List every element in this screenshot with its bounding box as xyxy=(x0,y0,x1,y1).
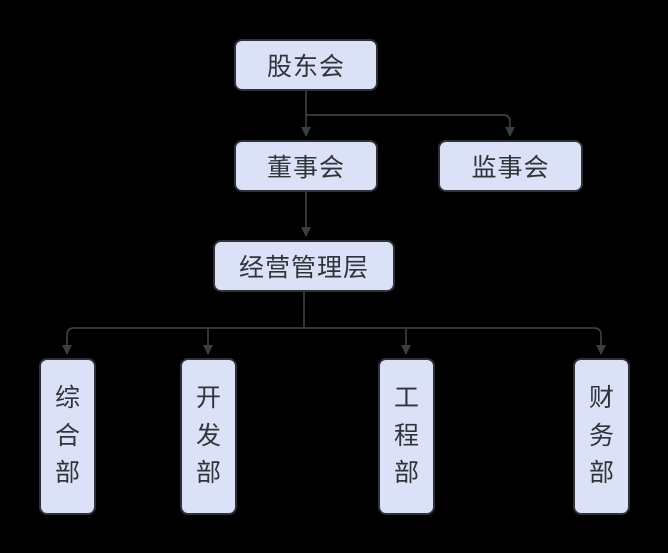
node-dept-engineering-label: 工程部 xyxy=(393,384,419,488)
edge-management-finance xyxy=(593,327,606,355)
node-dept-finance[interactable]: 财务部 xyxy=(573,358,630,515)
node-supervisors-label: 监事会 xyxy=(471,154,550,182)
node-management-label: 经营管理层 xyxy=(238,254,369,282)
node-supervisors[interactable]: 监事会 xyxy=(438,140,583,192)
node-dept-general-label: 综合部 xyxy=(54,384,80,488)
node-dept-finance-label: 财务部 xyxy=(588,384,614,488)
node-dept-development-label: 开发部 xyxy=(195,384,221,488)
node-shareholders-label: 股东会 xyxy=(266,53,345,81)
edge-shareholders-supervisors xyxy=(306,114,515,137)
node-dept-engineering[interactable]: 工程部 xyxy=(378,358,435,515)
node-management[interactable]: 经营管理层 xyxy=(213,240,395,292)
node-board-label: 董事会 xyxy=(266,154,345,182)
node-dept-development[interactable]: 开发部 xyxy=(180,358,237,515)
edge-management-general xyxy=(62,327,75,355)
node-shareholders[interactable]: 股东会 xyxy=(234,39,378,91)
node-dept-general[interactable]: 综合部 xyxy=(39,358,96,515)
node-board[interactable]: 董事会 xyxy=(234,140,378,192)
